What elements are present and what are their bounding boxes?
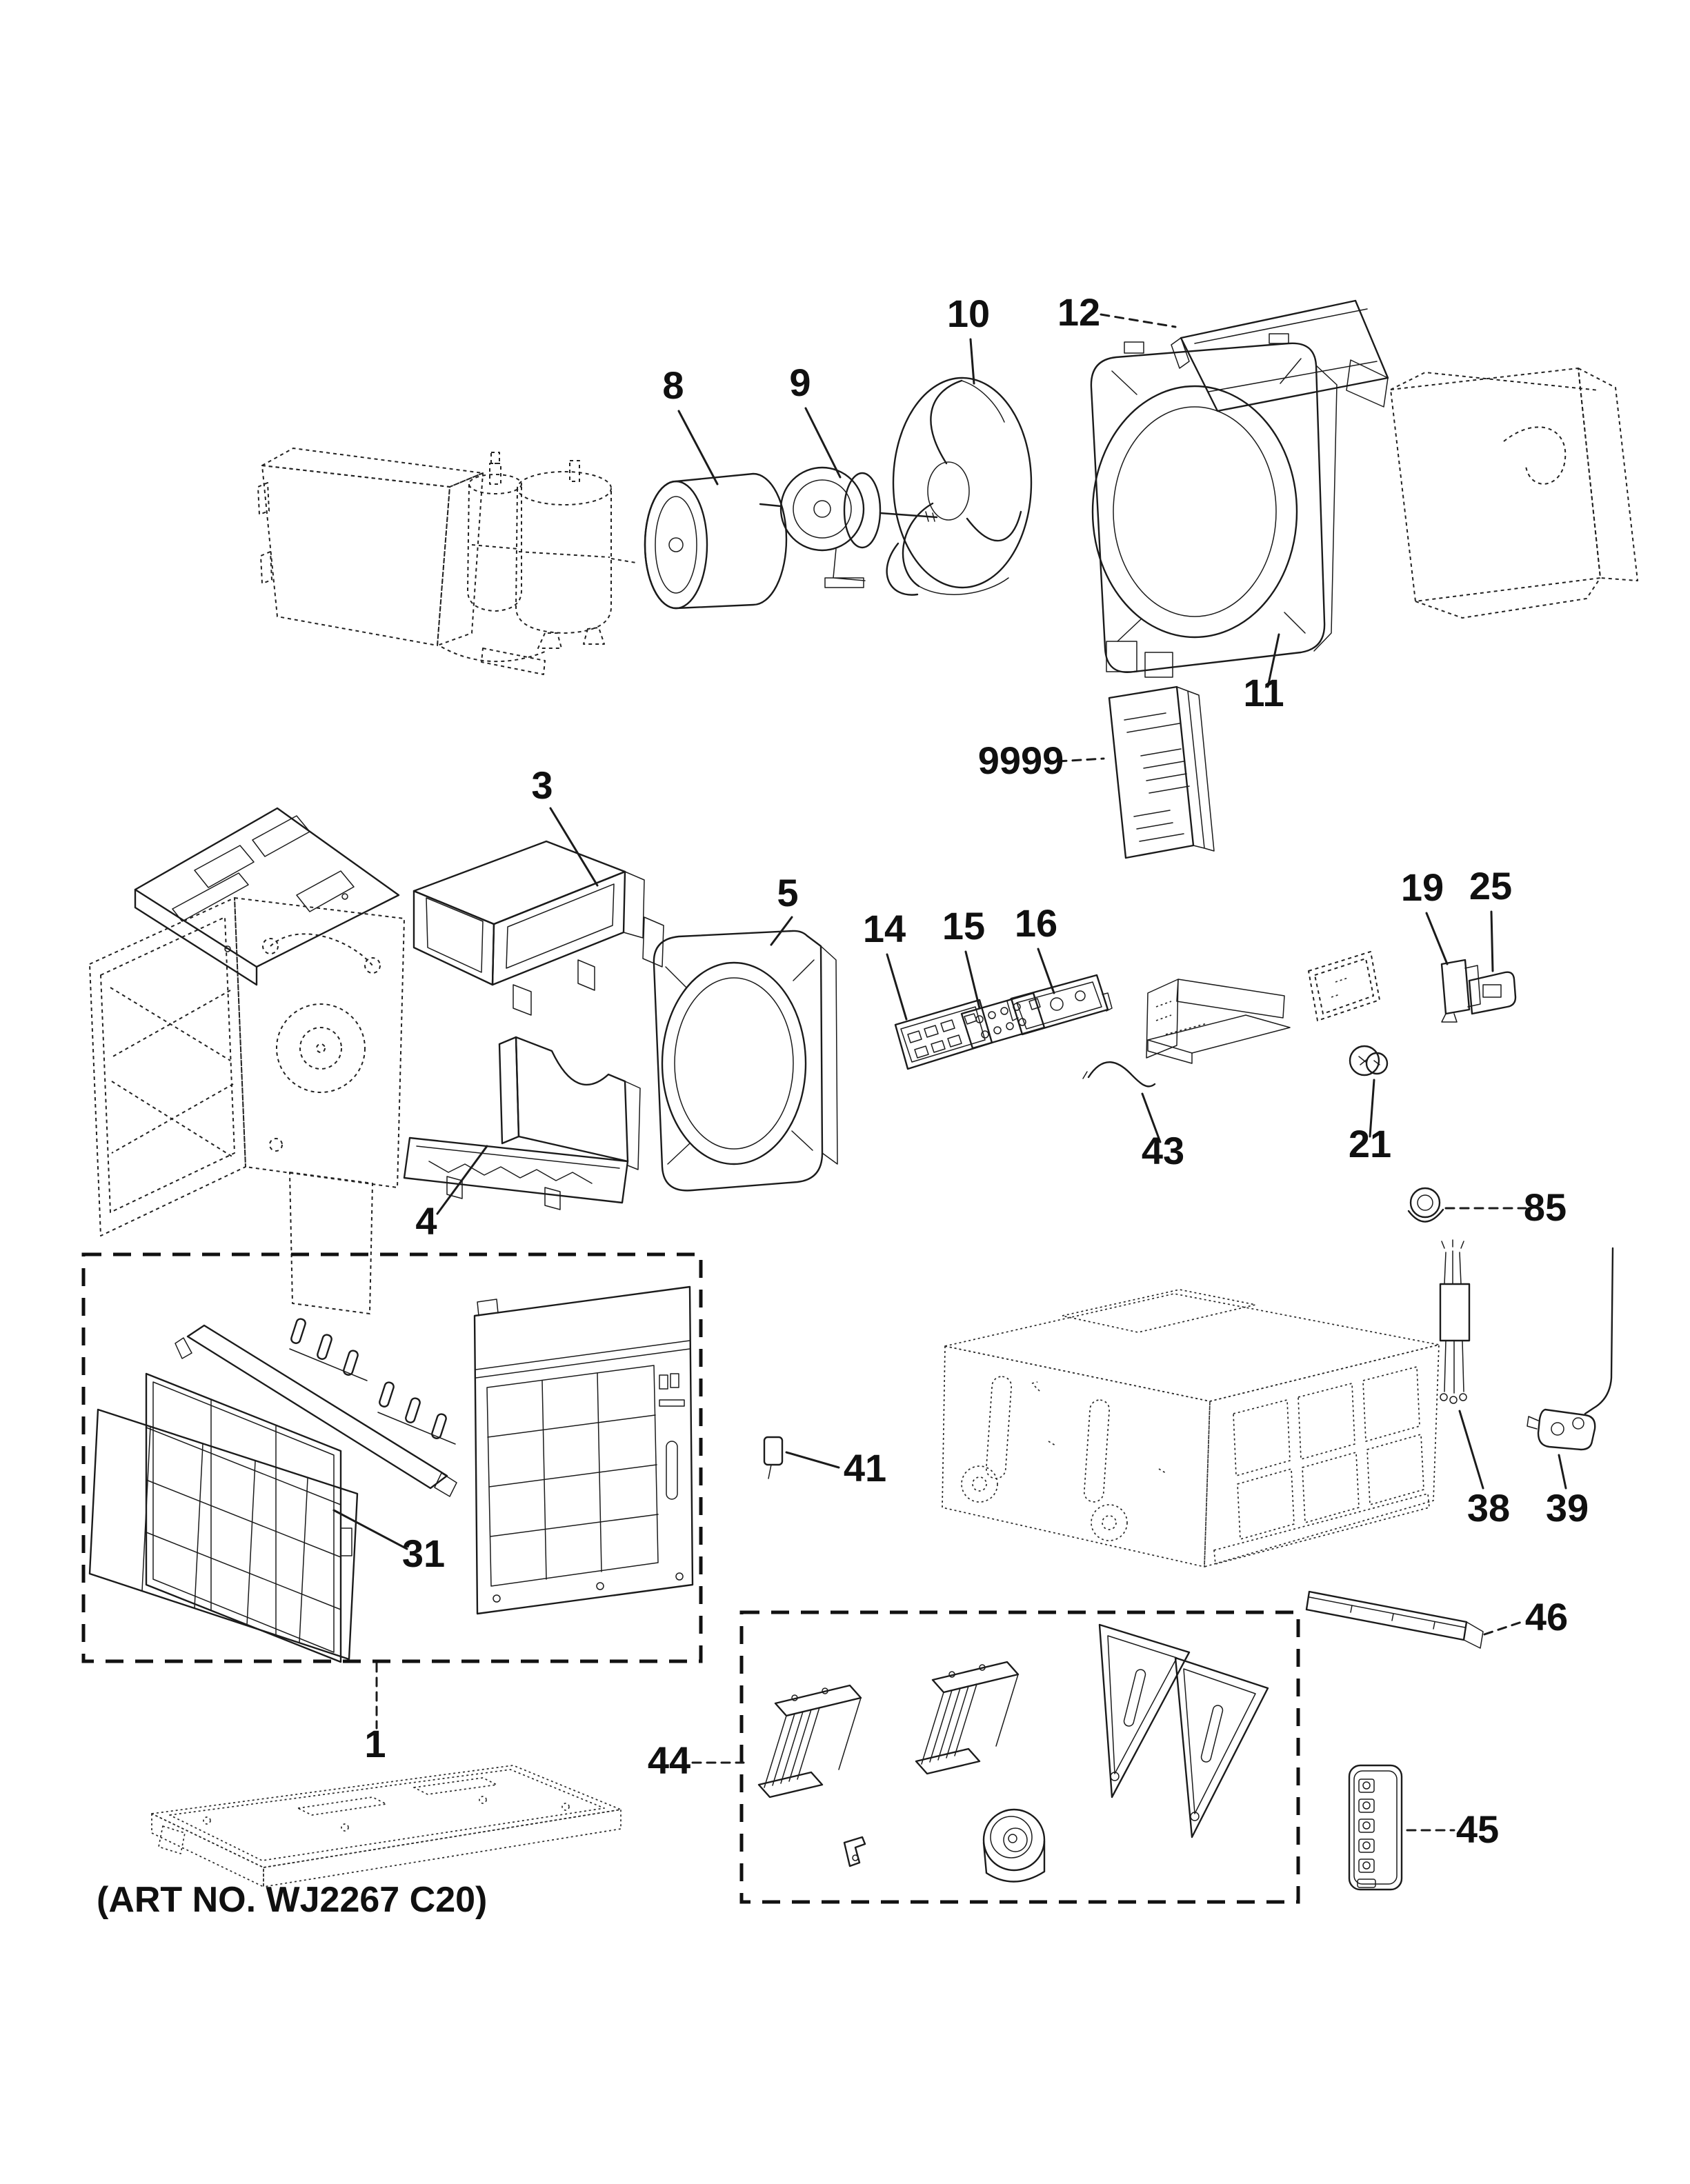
chassis-case bbox=[942, 1289, 1440, 1567]
air-deflector bbox=[1171, 299, 1389, 412]
condenser-coil bbox=[1390, 368, 1638, 619]
channel-bracket-1 bbox=[757, 1684, 862, 1799]
cabinet-wrapper bbox=[89, 897, 405, 1314]
front-grille-kit-box: 31 bbox=[81, 1252, 703, 1663]
compressor bbox=[515, 460, 637, 649]
drain-pan bbox=[403, 1036, 641, 1210]
callout-3: 3 bbox=[531, 763, 553, 807]
remote-control bbox=[1348, 1764, 1403, 1891]
leader-3 bbox=[549, 807, 599, 887]
side-curtain-panel-2 bbox=[1174, 1656, 1269, 1839]
leader-25 bbox=[1490, 910, 1494, 972]
leader-12 bbox=[1100, 313, 1177, 328]
leader-14 bbox=[886, 953, 908, 1021]
thermistor-sensor bbox=[763, 1436, 784, 1479]
wire-harness-sleeve bbox=[1439, 1239, 1471, 1404]
leader-31 bbox=[332, 1509, 408, 1550]
filter-drier bbox=[467, 452, 522, 612]
callout-14: 14 bbox=[863, 907, 906, 950]
callout-16: 16 bbox=[1015, 901, 1057, 945]
capacitor-and-bracket bbox=[1440, 959, 1517, 1023]
sensor-wire bbox=[1082, 1061, 1156, 1088]
callout-19: 19 bbox=[1401, 865, 1444, 909]
callout-46: 46 bbox=[1525, 1595, 1568, 1639]
condenser-fan-blade bbox=[886, 377, 1033, 596]
callout-44: 44 bbox=[648, 1739, 690, 1782]
leader-15 bbox=[964, 950, 981, 1010]
callout-1: 1 bbox=[364, 1722, 386, 1765]
vane-pins bbox=[289, 1318, 456, 1445]
owners-manual bbox=[1108, 685, 1215, 859]
leader-19 bbox=[1425, 912, 1449, 965]
art-number: (ART NO. WJ2267 C20) bbox=[97, 1880, 487, 1920]
foam-seal-roll bbox=[982, 1808, 1046, 1883]
leader-41 bbox=[785, 1451, 840, 1469]
base-pan bbox=[151, 1765, 622, 1887]
fan-motor bbox=[759, 466, 938, 588]
evaporator-coil bbox=[257, 448, 547, 675]
callout-25: 25 bbox=[1469, 864, 1512, 908]
louver-strip bbox=[175, 1324, 457, 1497]
callout-11: 11 bbox=[1243, 671, 1284, 714]
cabinet-top-cover bbox=[134, 807, 400, 986]
overload-protector bbox=[1349, 1045, 1389, 1076]
leader-43 bbox=[1141, 1092, 1162, 1143]
front-panel bbox=[473, 1285, 694, 1615]
fan-shroud bbox=[1090, 333, 1338, 678]
callout-5: 5 bbox=[777, 871, 798, 914]
callout-21: 21 bbox=[1349, 1122, 1391, 1165]
leader-4 bbox=[436, 1145, 488, 1215]
leader-46 bbox=[1483, 1621, 1523, 1636]
callout-38: 38 bbox=[1467, 1486, 1510, 1530]
kit-1-dashed-box bbox=[81, 1252, 703, 1663]
leader-38 bbox=[1458, 1410, 1484, 1490]
blower-wheel bbox=[644, 472, 788, 610]
control-box bbox=[1146, 979, 1291, 1064]
callout-15: 15 bbox=[942, 904, 985, 948]
callout-31: 31 bbox=[402, 1532, 445, 1575]
channel-bracket-2 bbox=[915, 1661, 1020, 1775]
control-duct bbox=[412, 840, 664, 1016]
leader-16 bbox=[1037, 948, 1055, 994]
leader-39 bbox=[1558, 1454, 1567, 1490]
callout-10: 10 bbox=[947, 292, 990, 335]
install-kit-box bbox=[739, 1610, 1300, 1904]
leader-21 bbox=[1369, 1079, 1375, 1138]
drain-lever-rod bbox=[1527, 1247, 1614, 1451]
leader-5 bbox=[770, 916, 793, 946]
callout-9999: 9999 bbox=[978, 739, 1064, 782]
front-grille bbox=[88, 1408, 359, 1661]
display-board bbox=[1006, 974, 1113, 1036]
leader-10 bbox=[969, 338, 975, 385]
angle-bracket bbox=[843, 1836, 866, 1867]
callout-85: 85 bbox=[1524, 1185, 1567, 1229]
callout-8: 8 bbox=[662, 363, 684, 407]
side-curtain-panel-1 bbox=[1098, 1623, 1191, 1799]
leader-9999 bbox=[1057, 757, 1105, 763]
leader-9 bbox=[804, 407, 842, 479]
callout-39: 39 bbox=[1546, 1486, 1589, 1530]
kit-44-dashed-box bbox=[739, 1610, 1300, 1904]
fan-orifice bbox=[653, 930, 838, 1192]
barrier-panel bbox=[1308, 951, 1380, 1021]
leader-11 bbox=[1266, 633, 1280, 688]
callout-41: 41 bbox=[844, 1446, 886, 1490]
callout-45: 45 bbox=[1456, 1807, 1499, 1851]
callout-9: 9 bbox=[789, 361, 811, 404]
leader-8 bbox=[677, 410, 719, 485]
grommet bbox=[1407, 1187, 1444, 1223]
callout-4: 4 bbox=[415, 1199, 437, 1243]
support-rail bbox=[1305, 1590, 1484, 1649]
callout-12: 12 bbox=[1057, 290, 1100, 334]
callout-43: 43 bbox=[1142, 1129, 1184, 1172]
